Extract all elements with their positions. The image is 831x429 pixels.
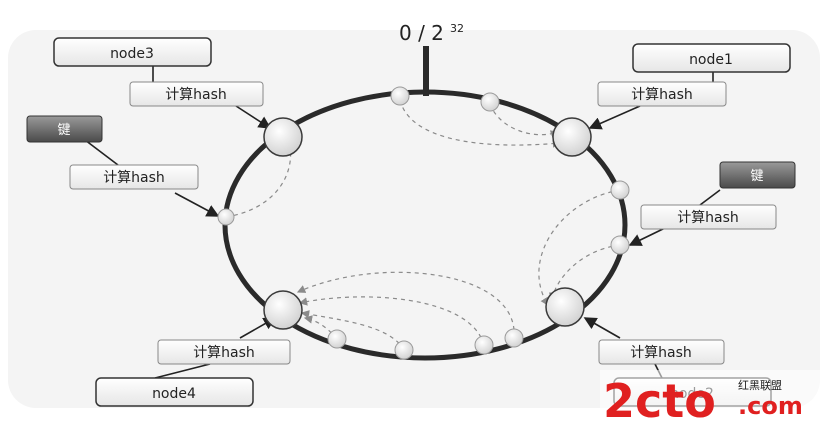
node3-connector-lower [235, 105, 272, 129]
node1-label: node1 [689, 52, 733, 68]
node3-label-box: node3 [53, 37, 212, 67]
dashed-arrow-right-bottom-to-node4 [296, 271, 515, 339]
key-ball-bottom-mid [474, 335, 494, 355]
node3-point [263, 117, 303, 157]
right-key-hash-box: 计算hash [640, 204, 777, 230]
node1-label-box: node1 [632, 43, 791, 73]
hash-connector-lines [84, 66, 721, 379]
node4-connector-lower [154, 363, 211, 379]
dashed-arrow-mid-bottom-to-node4 [298, 296, 485, 346]
node2-hash-box: 计算hash [598, 339, 725, 365]
key-ball-bottom-center [394, 340, 414, 360]
left-key-hash-label: 计算hash [103, 170, 165, 186]
dashed-arrow-leftkey-to-node3 [225, 143, 296, 218]
watermark-main: 2cto [603, 374, 716, 428]
node2-point [545, 287, 585, 327]
right-key-label: 键 [750, 169, 763, 184]
node3-hash-label: 计算hash [165, 87, 227, 103]
ring-origin-label: 0 / 2 [399, 21, 444, 45]
leftkey-connector-upper [84, 139, 119, 166]
node2-hash-label: 计算hash [630, 345, 692, 361]
node1-connector-lower [588, 105, 641, 130]
key-ball-bottom-right [504, 328, 524, 348]
rightkey-connector-upper [699, 189, 721, 206]
node1-hash-label: 计算hash [631, 87, 693, 103]
dashed-arrow-center-bottom-to-node4 [300, 310, 405, 351]
ring-origin-marker [423, 46, 429, 96]
left-key-label: 键 [57, 123, 70, 138]
left-key-hash-box: 计算hash [69, 164, 199, 190]
rightkey-connector-lower [628, 227, 666, 246]
node4-hash-label: 计算hash [193, 345, 255, 361]
key-ball-top-left [390, 86, 410, 106]
key-ball-top-right [480, 92, 500, 112]
right-key-hash-label: 计算hash [677, 210, 739, 226]
node4-hash-box: 计算hash [157, 339, 291, 365]
node4-label-box: node4 [95, 377, 254, 407]
watermark-logo: 2cto 红黑联盟 .com [600, 370, 830, 428]
node3-label: node3 [110, 46, 154, 62]
key-ball-right-upper [610, 180, 630, 200]
key-ball-bottom-left [327, 329, 347, 349]
dashed-arrow-rightkey-lower-to-node2 [548, 244, 621, 302]
node4-point [263, 290, 303, 330]
key-ball-left [217, 208, 235, 226]
dashed-arrow-top-left-to-node1 [399, 99, 562, 148]
node1-point [552, 117, 592, 157]
dashed-mapping-arrows [225, 99, 621, 351]
node3-hash-box: 计算hash [129, 81, 264, 107]
dashed-arrow-rightkey-upper-to-node2 [538, 189, 621, 307]
node2-connector-upper [583, 317, 621, 339]
key-ball-right-lower [610, 235, 630, 255]
dashed-arrow-top-right-to-node1 [489, 103, 560, 139]
node4-label: node4 [152, 386, 196, 402]
watermark-com: .com [738, 392, 803, 420]
key-points [217, 86, 630, 360]
node1-hash-box: 计算hash [597, 81, 727, 107]
node-points [263, 117, 592, 330]
ring-origin-exponent: 32 [450, 22, 464, 35]
left-key-box: 键 [26, 115, 103, 143]
leftkey-connector-lower [174, 192, 220, 217]
right-key-box: 键 [719, 161, 796, 189]
watermark-sub: 红黑联盟 [738, 379, 782, 392]
